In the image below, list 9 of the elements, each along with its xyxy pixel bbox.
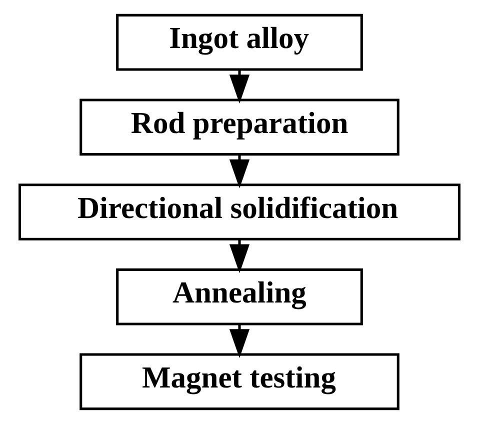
node-box: Directional solidification [18,184,460,240]
arrow [229,154,250,188]
node-box: Magnet testing [80,353,400,410]
node-box: Annealing [116,268,363,326]
arrow [229,239,250,274]
arrow [229,70,250,104]
node-box: Rod preparation [80,98,400,156]
node-box: Ingot alloy [116,14,363,71]
arrow [229,324,250,358]
